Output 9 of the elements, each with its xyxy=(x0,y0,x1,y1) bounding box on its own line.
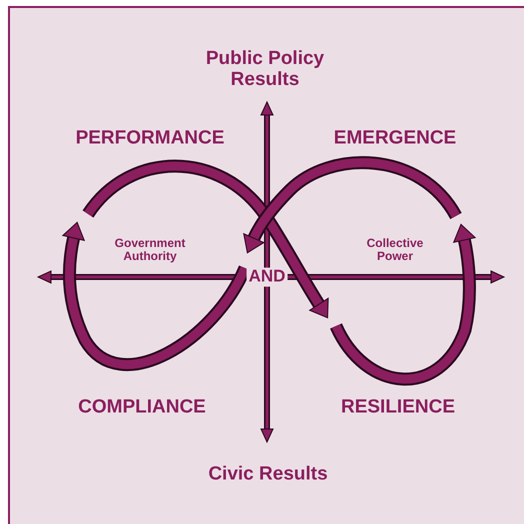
center-label: AND xyxy=(246,268,288,286)
axis-label: Civic Results xyxy=(208,464,328,486)
axis-label: Public Policy Results xyxy=(204,49,326,91)
quadrant-label: EMERGENCE xyxy=(334,128,456,150)
quadrant-label: COMPLIANCE xyxy=(78,398,206,418)
quadrant-label: PERFORMANCE xyxy=(76,128,224,150)
quadrant-label: RESILIENCE xyxy=(340,398,456,418)
region-label: Government Authority xyxy=(114,236,186,264)
region-label: Collective Power xyxy=(366,236,424,264)
